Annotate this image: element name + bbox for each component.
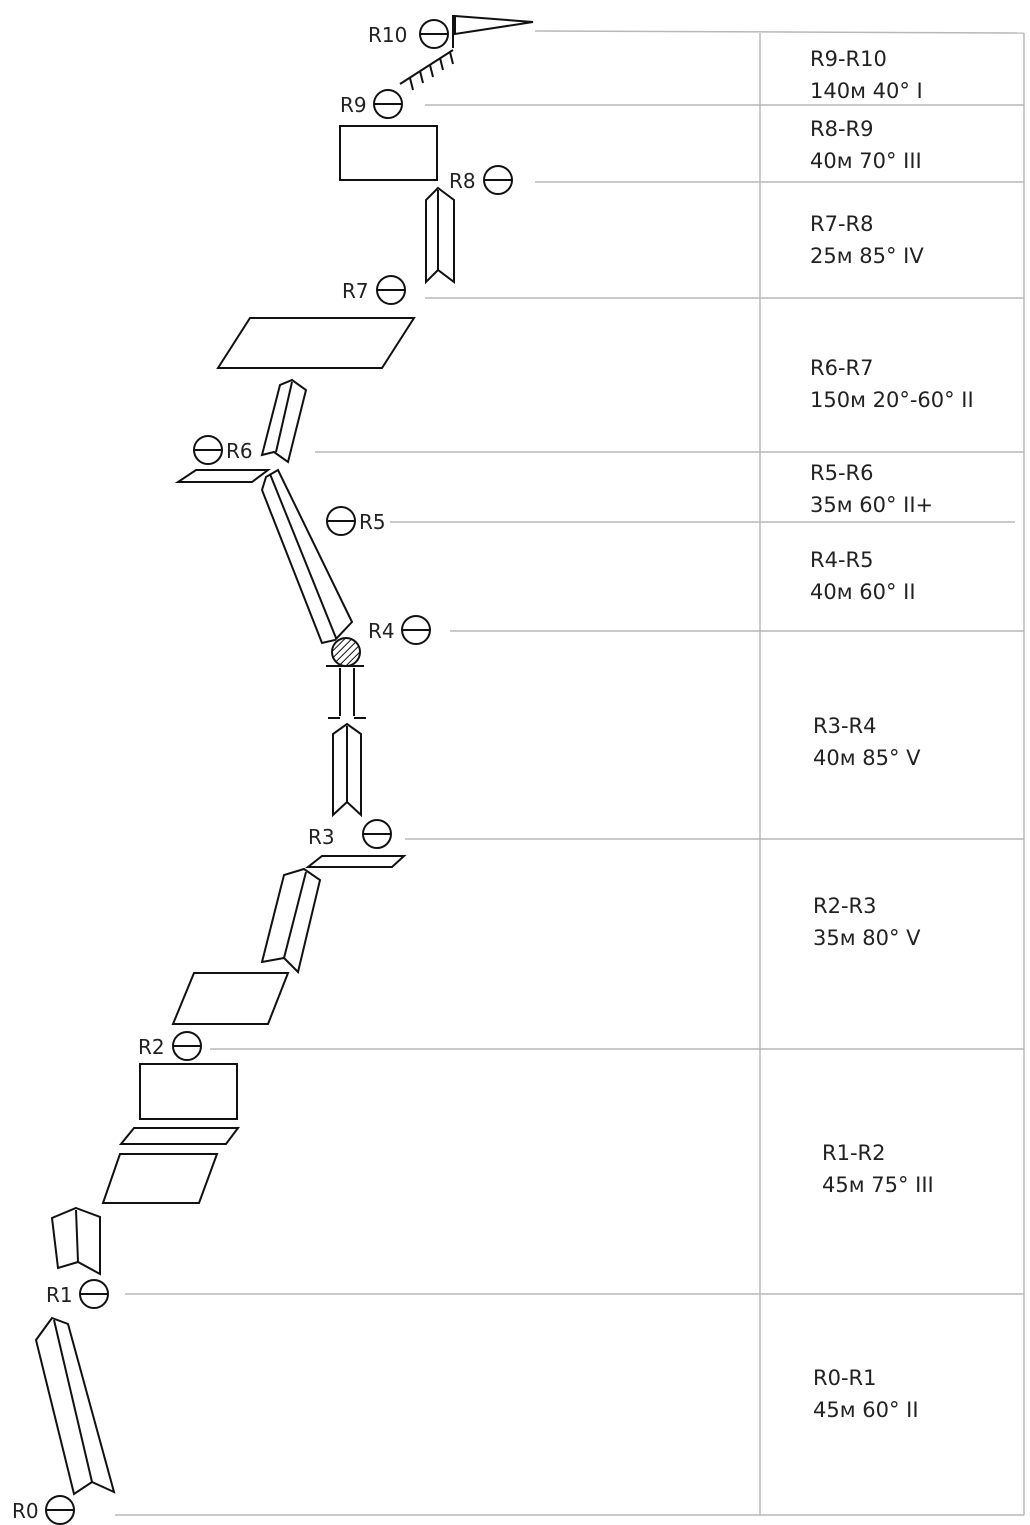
anchor-r2: R2 [138,1031,202,1061]
ledge-r6 [174,469,271,483]
anchor-label: R5 [359,510,386,534]
snow-cornice-icon [399,49,454,91]
anchor-r0: R0 [12,1495,75,1525]
pitch-name: R4-R5 [810,548,873,572]
pitch-details: 25м 85° IV [810,244,924,268]
pitch-r7-r8: R7-R8 25м 85° IV [810,212,924,268]
anchor-label: R10 [368,23,407,47]
pitch-details: 40м 60° II [810,580,916,604]
pitch-name: R0-R1 [813,1366,876,1390]
anchor-r8: R8 [449,165,513,195]
pitch-name: R8-R9 [810,117,873,141]
pitch-name: R2-R3 [813,894,876,918]
dihedral-r1-r2 [50,1206,101,1276]
belay-anchor-icon [45,1495,75,1525]
slab-r6-r7 [216,317,416,369]
pitch-r5-r6: R5-R6 35м 60° II+ [810,461,933,517]
belay-anchor-icon [401,615,431,645]
rock-wall-block [139,1063,238,1120]
pitch-details: 45м 75° III [822,1173,934,1197]
anchor-r3: R3 [308,819,392,849]
anchor-r9: R9 [340,89,403,119]
pitch-details: 35м 80° V [813,926,921,950]
pitch-name: R1-R2 [822,1141,885,1165]
pitch-r2-r3: R2-R3 35м 80° V [813,894,921,950]
anchor-label: R7 [342,279,369,303]
ledge-r3 [305,855,407,868]
belay-anchor-icon [373,89,403,119]
bivouac-ledge-icon [326,637,366,719]
pitch-name: R7-R8 [810,212,873,236]
pitch-r9-r10: R9-R10 140м 40° I [810,47,923,103]
slab-r1-r2 [101,1153,219,1204]
pitch-r6-r7: R6-R7 150м 20°-60° II [810,356,974,412]
pitch-name: R5-R6 [810,461,873,485]
anchor-label: R4 [368,619,395,643]
anchor-r10: R10 [368,19,449,49]
anchor-label: R6 [226,439,253,463]
summit-flag-icon [452,14,534,48]
pitch-details: 150м 20°-60° II [810,388,974,412]
pitch-details: 40м 85° V [813,746,921,770]
belay-anchor-icon [376,275,406,305]
belay-anchor-icon [483,165,513,195]
belay-anchor-icon [193,435,223,465]
anchor-r7: R7 [342,275,406,305]
pitch-name: R3-R4 [813,714,876,738]
anchor-label: R3 [308,825,335,849]
rock-wall-block [339,125,438,181]
dihedral-r4-r6 [260,468,354,645]
pitch-r8-r9: R8-R9 40м 70° III [810,117,922,173]
belay-anchor-icon [172,1031,202,1061]
pitch-details: 40м 70° III [810,149,922,173]
belay-anchor-icon [326,506,356,536]
dihedral-r2-r3 [260,867,322,974]
dihedral-r0-r1 [34,1316,116,1496]
pitch-details: 45м 60° II [813,1398,919,1422]
anchor-label: R0 [12,1499,39,1523]
anchor-label: R1 [46,1283,73,1307]
ledge-r1-r2 [118,1127,240,1145]
belay-line-r10 [534,30,1025,34]
pitch-name: R9-R10 [810,47,887,71]
anchor-label: R9 [340,93,367,117]
pitch-details: 140м 40° I [810,79,923,103]
dihedral-r3-r4 [332,722,362,818]
pitch-r3-r4: R3-R4 40м 85° V [813,714,921,770]
pitch-details: 35м 60° II+ [810,493,933,517]
pitch-name: R6-R7 [810,356,873,380]
pitch-r4-r5: R4-R5 40м 60° II [810,548,916,604]
anchor-label: R8 [449,169,476,193]
belay-anchor-icon [419,19,449,49]
dihedral-r7-r8 [425,186,455,285]
anchor-r6: R6 [193,435,253,465]
slab-r2-r3 [171,972,290,1025]
anchor-r4: R4 [368,615,431,645]
belay-anchor-icon [362,819,392,849]
anchor-r5: R5 [326,506,386,536]
dihedral-r6-r7 [260,378,308,464]
pitch-r1-r2: R1-R2 45м 75° III [822,1141,934,1197]
anchor-label: R2 [138,1035,165,1059]
belay-anchor-icon [79,1279,109,1309]
anchor-r1: R1 [46,1279,109,1309]
pitch-r0-r1: R0-R1 45м 60° II [813,1366,919,1422]
